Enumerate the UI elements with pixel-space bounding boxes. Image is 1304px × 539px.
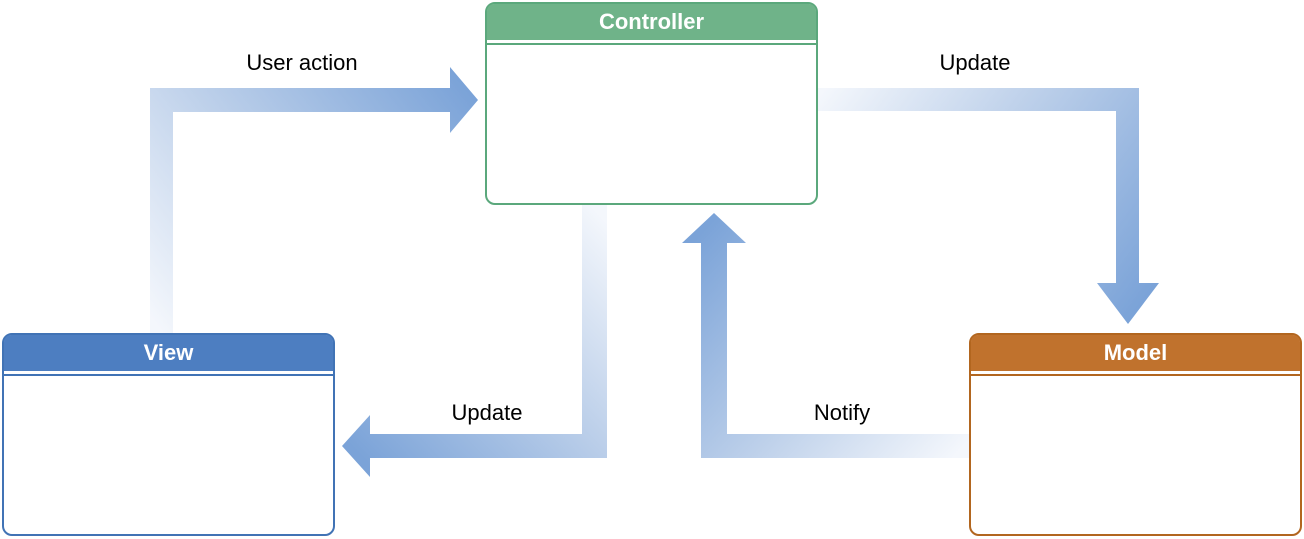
model-node-title: Model [1103, 340, 1168, 365]
model-node-header: Model [971, 335, 1300, 371]
view-node-header: View [4, 335, 333, 371]
notify-arrow [682, 213, 970, 458]
controller-node-title: Controller [598, 9, 705, 34]
update-model-label: Update [939, 50, 1011, 75]
controller-node: Controller [485, 2, 818, 205]
controller-node-header: Controller [487, 4, 816, 40]
user-action-label: User action [246, 50, 358, 75]
view-node: View [2, 333, 335, 536]
view-node-title: View [143, 340, 194, 365]
view-node-divider [4, 371, 333, 376]
controller-node-divider [487, 40, 816, 45]
model-node: Model [969, 333, 1302, 536]
user-action-arrow [150, 67, 478, 333]
update-view-label: Update [451, 400, 523, 425]
model-node-divider [971, 371, 1300, 376]
update-model-arrow [818, 88, 1159, 324]
update-view-arrow [342, 205, 607, 477]
notify-label: Notify [813, 400, 871, 425]
